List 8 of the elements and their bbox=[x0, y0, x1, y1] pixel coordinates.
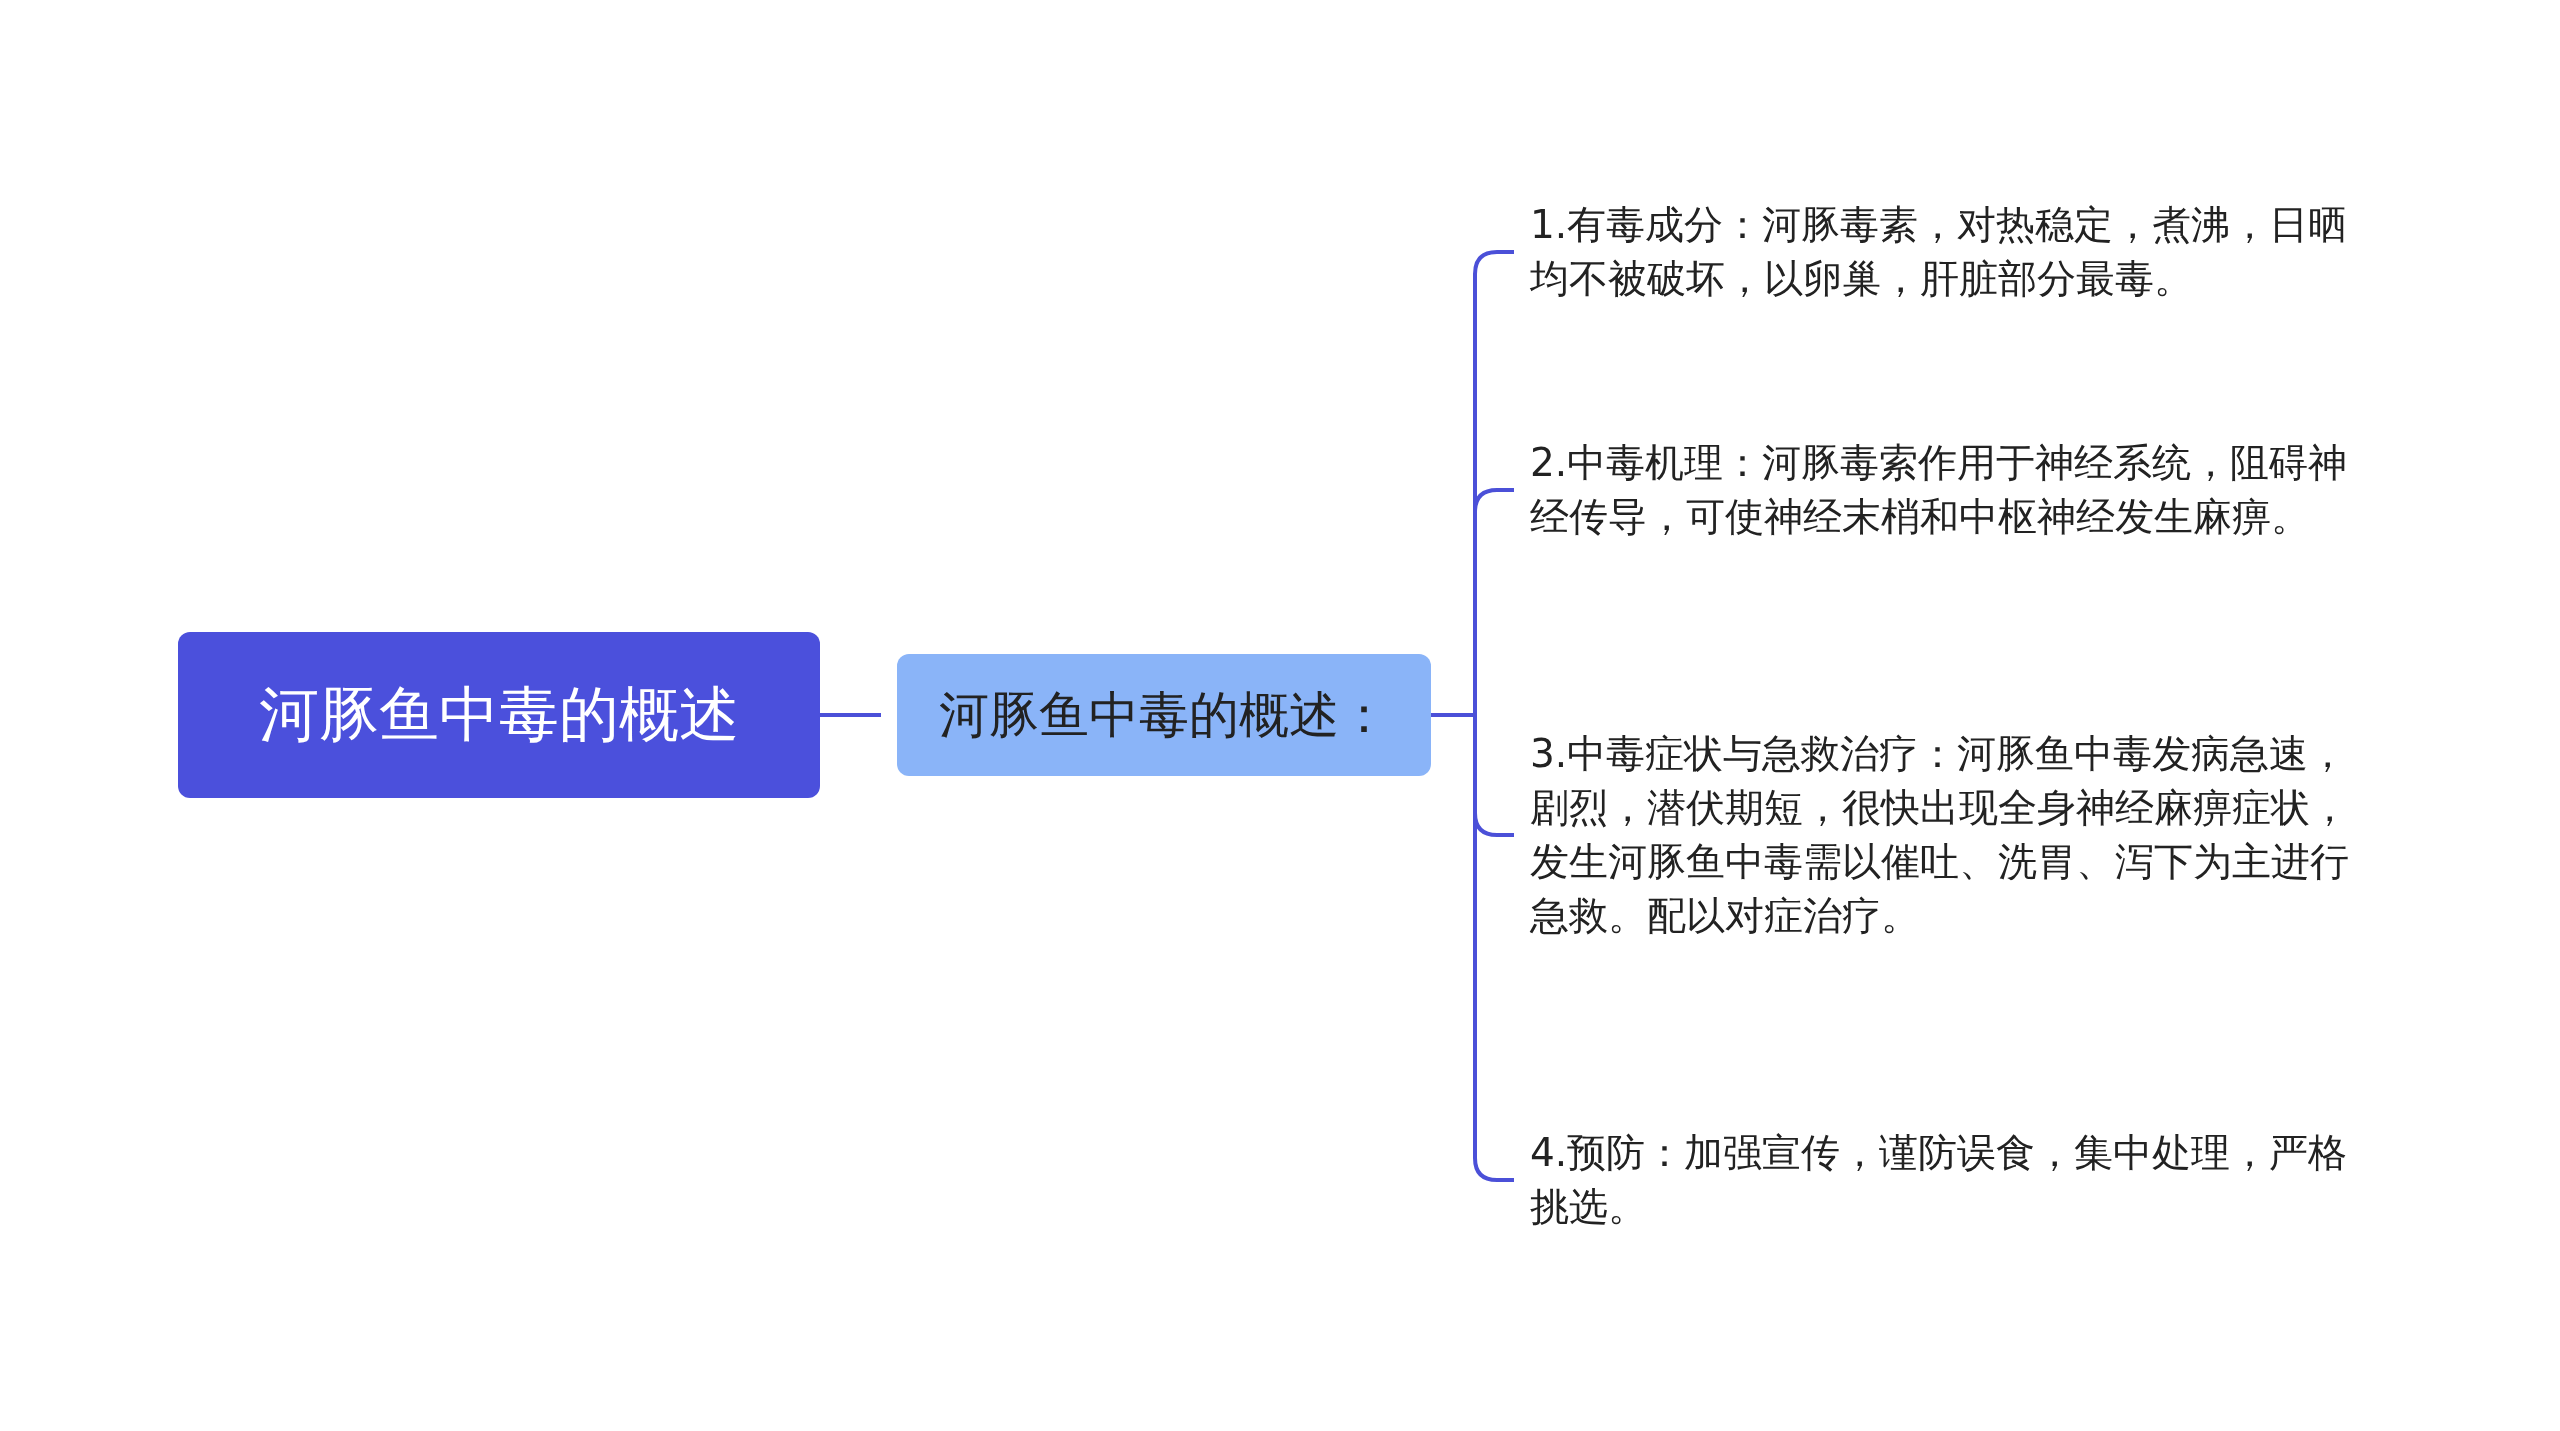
branch-text: 3.中毒症状与急救治疗：河豚鱼中毒发病急速，剧烈，潜伏期短，很快出现全身神经麻痹症状，发生河豚鱼中毒需以催吐、洗胃、泻下为主进行急救。配以对症治疗。 bbox=[1530, 727, 2380, 943]
subtopic-box: 河豚鱼中毒的概述： bbox=[897, 654, 1431, 776]
root-topic-box: 河豚鱼中毒的概述 bbox=[178, 632, 820, 798]
branch-text: 1.有毒成分：河豚毒素，对热稳定，煮沸，日晒均不被破坏，以卵巢，肝脏部分最毒。 bbox=[1530, 198, 2380, 306]
branch-text: 4.预防：加强宣传，谨防误食，集中处理，严格挑选。 bbox=[1530, 1126, 2380, 1234]
connector-line bbox=[820, 713, 881, 717]
branch-text: 2.中毒机理：河豚毒索作用于神经系统，阻碍神经传导，可使神经末梢和中枢神经发生麻痹。 bbox=[1530, 436, 2380, 544]
connector-line bbox=[1431, 713, 1514, 1182]
